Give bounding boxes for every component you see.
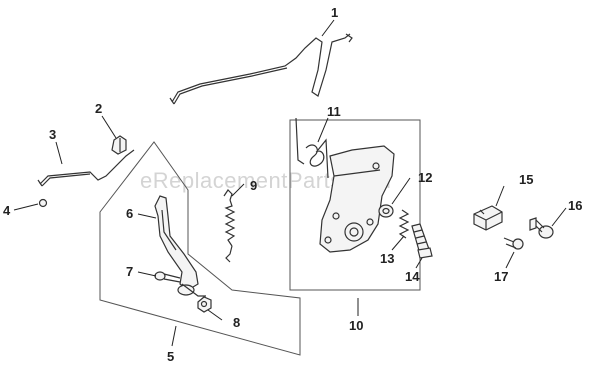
callout-8: 8 xyxy=(233,315,240,330)
part-11-torsion-spring xyxy=(295,117,329,179)
callout-2: 2 xyxy=(95,101,102,116)
callout-13: 13 xyxy=(380,251,394,266)
part-5-assembly-outline xyxy=(99,141,301,356)
part-2-clip xyxy=(111,135,127,155)
part-4-retainer xyxy=(38,198,48,208)
callout-4: 4 xyxy=(3,203,11,218)
callout-15: 15 xyxy=(519,172,533,187)
part-10-assembly-outline xyxy=(289,119,421,291)
part-15-bracket-clip xyxy=(473,205,503,231)
part-17-screw xyxy=(503,237,524,250)
callout-12: 12 xyxy=(418,170,432,185)
part-3-link-rod xyxy=(37,149,135,187)
callout-17: 17 xyxy=(494,269,508,284)
callout-9: 9 xyxy=(250,178,257,193)
part-1-rod xyxy=(169,33,353,105)
part-7-screw xyxy=(154,271,181,283)
part-6-lever xyxy=(154,195,206,297)
callout-1: 1 xyxy=(331,5,338,20)
callout-14: 14 xyxy=(405,269,420,284)
callout-5: 5 xyxy=(167,349,174,364)
callout-16: 16 xyxy=(568,198,582,213)
callout-10: 10 xyxy=(349,318,363,333)
leader-lines xyxy=(13,19,567,347)
part-13-spring xyxy=(398,209,410,239)
part-12-washer xyxy=(378,204,394,218)
part-16-screw xyxy=(529,217,554,239)
part-14-bolt xyxy=(411,223,433,259)
part-10-bracket xyxy=(319,145,395,253)
callout-7: 7 xyxy=(126,264,133,279)
part-8-nut xyxy=(197,296,212,313)
callout-labels: 1 2 3 4 6 7 8 9 5 10 11 12 13 14 15 16 1… xyxy=(3,5,582,364)
callout-3: 3 xyxy=(49,127,56,142)
callout-11: 11 xyxy=(327,104,341,119)
part-9-spring xyxy=(223,189,236,263)
callout-6: 6 xyxy=(126,206,133,221)
